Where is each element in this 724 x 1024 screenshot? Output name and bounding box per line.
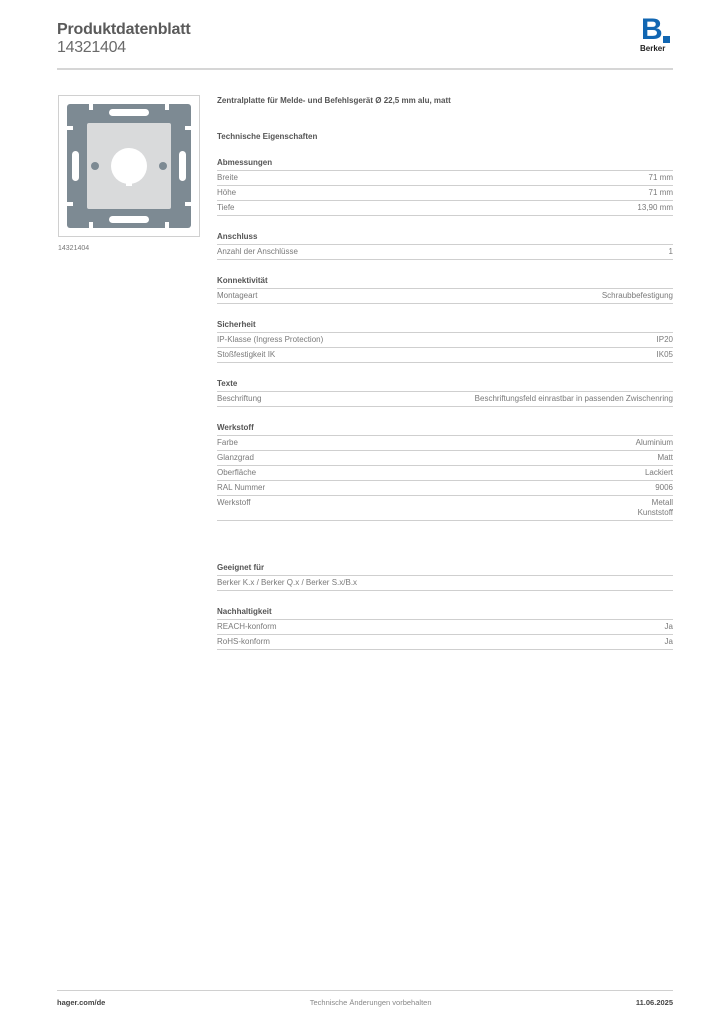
spec-row: Oberfläche Lackiert [217, 466, 673, 481]
section-spacer [217, 521, 673, 547]
section-title: Abmessungen [217, 158, 673, 171]
spec-value: Ja [664, 637, 673, 646]
berker-logo: B Berker [638, 13, 674, 54]
product-image [58, 95, 200, 237]
spec-value: 71 mm [648, 173, 673, 182]
section-abmessungen: Abmessungen Breite 71 mm Höhe 71 mm Tief… [217, 158, 673, 216]
spec-row: Höhe 71 mm [217, 186, 673, 201]
spec-label: Breite [217, 173, 238, 182]
spec-row: Montageart Schraubbefestigung [217, 289, 673, 304]
spec-row: REACH-konform Ja [217, 620, 673, 635]
section-geeignet-fuer: Geeignet für Berker K.x / Berker Q.x / B… [217, 563, 673, 591]
spec-row: Berker K.x / Berker Q.x / Berker S.x/B.x [217, 576, 673, 591]
article-number: 14321404 [57, 39, 126, 56]
spec-value: IK05 [656, 350, 673, 359]
spec-row: Breite 71 mm [217, 171, 673, 186]
section-title: Geeignet für [217, 563, 673, 576]
spec-value: 13,90 mm [637, 203, 673, 212]
spec-label: RAL Nummer [217, 483, 266, 492]
spec-row: Anzahl der Anschlüsse 1 [217, 245, 673, 260]
document-footer: hager.com/de Technische Änderungen vorbe… [57, 998, 673, 1008]
product-name: Zentralplatte für Melde- und Befehlsgerä… [217, 96, 451, 105]
section-nachhaltigkeit: Nachhaltigkeit REACH-konform Ja RoHS-kon… [217, 607, 673, 650]
spec-value: Beschriftungsfeld einrastbar in passende… [474, 394, 673, 403]
document-header: Produktdatenblatt 14321404 [57, 20, 673, 57]
spec-label: Farbe [217, 438, 238, 447]
spec-row: Tiefe 13,90 mm [217, 201, 673, 216]
section-sicherheit: Sicherheit IP-Klasse (Ingress Protection… [217, 320, 673, 363]
spec-label: Werkstoff [217, 498, 251, 507]
logo-name: Berker [640, 44, 666, 53]
spec-value: 1 [668, 247, 673, 256]
spec-value: Matt [657, 453, 673, 462]
cover-plate-icon [67, 104, 191, 228]
section-texte: Texte Beschriftung Beschriftungsfeld ein… [217, 379, 673, 407]
spec-row: Beschriftung Beschriftungsfeld einrastba… [217, 392, 673, 407]
spec-label: Tiefe [217, 203, 235, 212]
footer-date: 11.06.2025 [635, 998, 673, 1007]
spec-value: 9006 [655, 483, 673, 492]
spec-label: Stoßfestigkeit IK [217, 350, 276, 359]
section-title: Konnektivität [217, 276, 673, 289]
section-title: Texte [217, 379, 673, 392]
section-anschluss: Anschluss Anzahl der Anschlüsse 1 [217, 232, 673, 260]
technical-properties-heading: Technische Eigenschaften [217, 132, 318, 141]
spec-label: Beschriftung [217, 394, 262, 403]
spec-row: RAL Nummer 9006 [217, 481, 673, 496]
image-caption: 14321404 [58, 245, 90, 252]
spec-value: Aluminium [635, 438, 673, 447]
header-divider [57, 68, 673, 70]
spec-label: REACH-konform [217, 622, 277, 631]
section-konnektivitaet: Konnektivität Montageart Schraubbefestig… [217, 276, 673, 304]
section-title: Nachhaltigkeit [217, 607, 673, 620]
logo-letter: B [641, 13, 663, 46]
section-werkstoff: Werkstoff Farbe Aluminium Glanzgrad Matt… [217, 423, 673, 521]
spec-value: Ja [664, 622, 673, 631]
spec-row: IP-Klasse (Ingress Protection) IP20 [217, 333, 673, 348]
product-details: Zentralplatte für Melde- und Befehlsgerä… [217, 96, 673, 650]
spec-label: Montageart [217, 291, 258, 300]
spec-row: Werkstoff Metall Kunststoff [217, 496, 673, 521]
spec-label: RoHS-konform [217, 637, 270, 646]
footer-notice: Technische Änderungen vorbehalten [309, 998, 432, 1007]
spec-label: Glanzgrad [217, 453, 254, 462]
section-title: Werkstoff [217, 423, 673, 436]
spec-value: Metall Kunststoff [637, 498, 673, 517]
spec-label: Oberfläche [217, 468, 257, 477]
spec-label: Berker K.x / Berker Q.x / Berker S.x/B.x [217, 578, 358, 587]
section-title: Sicherheit [217, 320, 673, 333]
spec-value: IP20 [656, 335, 673, 344]
spec-row: Glanzgrad Matt [217, 451, 673, 466]
document-title: Produktdatenblatt [57, 21, 191, 38]
spec-row: Farbe Aluminium [217, 436, 673, 451]
section-title: Anschluss [217, 232, 673, 245]
spec-label: Höhe [217, 188, 237, 197]
spec-value: Lackiert [644, 468, 673, 477]
spec-label: Anzahl der Anschlüsse [217, 247, 298, 256]
spec-label: IP-Klasse (Ingress Protection) [217, 335, 324, 344]
spec-row: Stoßfestigkeit IK IK05 [217, 348, 673, 363]
spec-value: Schraubbefestigung [601, 291, 673, 300]
footer-website-link[interactable]: hager.com/de [57, 998, 106, 1007]
footer-divider [57, 990, 673, 991]
spec-value: 71 mm [648, 188, 673, 197]
logo-dot-icon [663, 36, 670, 43]
spec-row: RoHS-konform Ja [217, 635, 673, 650]
